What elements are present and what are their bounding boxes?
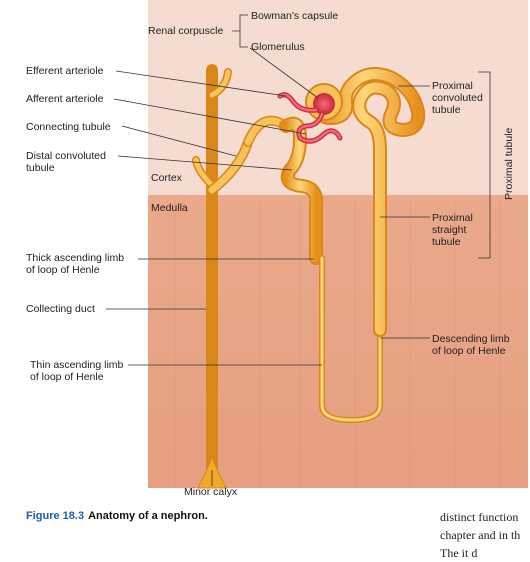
- label-proximal-convoluted-2: convoluted: [432, 92, 483, 104]
- label-thin-ascending-2: of loop of Henle: [30, 371, 104, 383]
- label-connecting-tubule: Connecting tubule: [26, 121, 111, 133]
- label-proximal-tubule: Proximal tubule: [503, 127, 515, 200]
- body-text-line-1: distinct function: [440, 510, 519, 524]
- nephron-diagram: Renal corpuscle Bowman's capsule Glomeru…: [26, 0, 528, 498]
- label-efferent-arteriole: Efferent arteriole: [26, 65, 104, 77]
- arterioles-shape: [277, 92, 343, 144]
- label-glomerulus: Glomerulus: [251, 41, 305, 53]
- body-text-fragment: distinct function chapter and in th The …: [440, 508, 530, 562]
- body-text-line-2: chapter and in th: [440, 528, 521, 542]
- loop-of-henle-shape: [319, 255, 383, 424]
- label-descending-limb-2: of loop of Henle: [432, 345, 506, 357]
- label-distal-convoluted-1: Distal convoluted: [26, 150, 106, 162]
- label-minor-calyx: Minor calyx: [184, 486, 238, 498]
- proximal-tubule-shape: [312, 67, 426, 337]
- label-proximal-convoluted-1: Proximal: [432, 80, 473, 92]
- diagram-labels: Renal corpuscle Bowman's capsule Glomeru…: [26, 10, 515, 498]
- label-proximal-straight-2: straight: [432, 224, 467, 236]
- glomerulus-shape: [313, 93, 335, 115]
- label-proximal-straight-3: tubule: [432, 236, 461, 248]
- label-thin-ascending-1: Thin ascending limb: [30, 359, 124, 371]
- figure-number: Figure 18.3: [26, 510, 85, 522]
- label-distal-convoluted-2: tubule: [26, 162, 55, 174]
- label-thick-ascending-2: of loop of Henle: [26, 264, 100, 276]
- medulla-texture: [174, 200, 501, 488]
- label-descending-limb-1: Descending limb: [432, 333, 510, 345]
- label-bowmans-capsule: Bowman's capsule: [251, 10, 338, 22]
- body-text-line-3: The it d: [440, 546, 478, 560]
- label-cortex: Cortex: [151, 172, 183, 184]
- label-proximal-convoluted-3: tubule: [432, 104, 461, 116]
- figure-title: Anatomy of a nephron.: [88, 510, 208, 522]
- label-proximal-straight-1: Proximal: [432, 212, 473, 224]
- label-medulla: Medulla: [151, 202, 188, 214]
- label-thick-ascending-1: Thick ascending limb: [26, 252, 124, 264]
- label-collecting-duct: Collecting duct: [26, 303, 95, 315]
- leader-lines: [106, 14, 491, 486]
- label-renal-corpuscle: Renal corpuscle: [148, 25, 223, 37]
- label-afferent-arteriole: Afferent arteriole: [26, 93, 104, 105]
